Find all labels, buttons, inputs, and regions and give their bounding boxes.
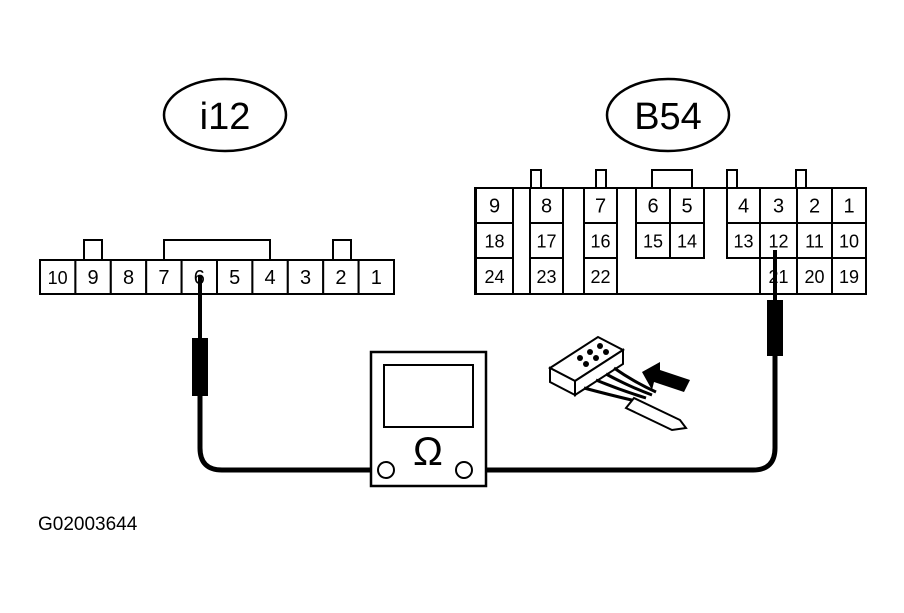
pin-label: 9 [489,196,500,218]
pin-label: 2 [335,267,346,289]
pin-label: 16 [590,232,610,252]
pin-6: 6 [635,187,671,224]
ohmmeter: Ω [369,350,488,488]
connector-label-b54: B54 [605,77,731,153]
pin-4: 4 [251,259,289,295]
pin-label: 10 [48,268,68,288]
pin-label: 10 [839,232,859,252]
pin-14: 14 [669,222,705,259]
probe-right [767,250,783,356]
pin-7: 7 [583,187,618,224]
pin-label: 7 [158,267,169,289]
pin-8: 8 [529,187,564,224]
pin-7: 7 [145,259,183,295]
pin-label: 20 [804,267,824,287]
pin-label: 15 [643,232,663,252]
pin-label: 7 [595,196,606,218]
pin-label: 12 [768,232,788,252]
pin-11: 11 [796,222,833,259]
connector-label-i12: i12 [162,77,288,153]
pin-label: 13 [733,232,753,252]
test-lead-left [197,393,389,473]
pin-label: 9 [88,267,99,289]
meter-display [383,364,474,428]
pin-label: 22 [590,267,610,287]
pin-3: 3 [759,187,798,224]
pin-2: 2 [796,187,833,224]
pin-label: 4 [738,196,749,218]
pin-9: 9 [74,259,112,295]
pin-label: 5 [229,267,240,289]
pin-12: 12 [759,222,798,259]
pin-4: 4 [726,187,761,224]
meter-terminal-left [377,461,395,479]
pin-15: 15 [635,222,671,259]
pin-8: 8 [109,259,148,295]
pin-label: 21 [768,267,788,287]
pin-label: 6 [647,196,658,218]
pin-label: 8 [123,267,134,289]
pin-label: 3 [300,267,311,289]
pin-label: 17 [536,232,556,252]
connector-label-b54-text: B54 [634,96,702,138]
pin-24: 24 [475,257,514,295]
pin-18: 18 [475,222,514,259]
pin-label: 11 [805,232,824,252]
pin-21: 21 [759,257,798,295]
pin-17: 17 [529,222,564,259]
pin-16: 16 [583,222,618,259]
pin-label: 1 [371,267,382,289]
connector-rear-view-icon [548,335,690,432]
pin-label: 5 [681,196,692,218]
pin-10: 10 [831,222,867,259]
pin-1: 1 [831,187,867,224]
pin-label: 2 [809,196,820,218]
pin-13: 13 [726,222,761,259]
pin-20: 20 [796,257,833,295]
pin-label: 24 [484,267,504,287]
pin-label: 8 [541,196,552,218]
pin-3: 3 [286,259,325,295]
pin-19: 19 [831,257,867,295]
ohm-icon: Ω [413,430,443,474]
figure-code: G02003644 [38,514,138,535]
pin-label: 19 [839,267,859,287]
pin-label: 23 [536,267,556,287]
pin-label: 4 [265,267,276,289]
pin-5: 5 [669,187,705,224]
test-lead-right [461,353,778,473]
pin-22: 22 [583,257,618,295]
pin-2: 2 [322,259,360,295]
pin-label: 14 [677,232,697,252]
pin-1: 1 [357,259,396,295]
pin-label: 3 [773,196,784,218]
pin-23: 23 [529,257,564,295]
pin-label: 18 [484,232,504,252]
meter-terminal-right [455,461,473,479]
pin-9: 9 [475,187,514,224]
connector-i12: 10987654321 [39,239,396,295]
probe-left [192,276,208,396]
connector-label-i12-text: i12 [200,96,251,138]
pin-5: 5 [216,259,254,295]
pin-10: 10 [39,259,77,295]
pin-label: 1 [843,196,854,218]
